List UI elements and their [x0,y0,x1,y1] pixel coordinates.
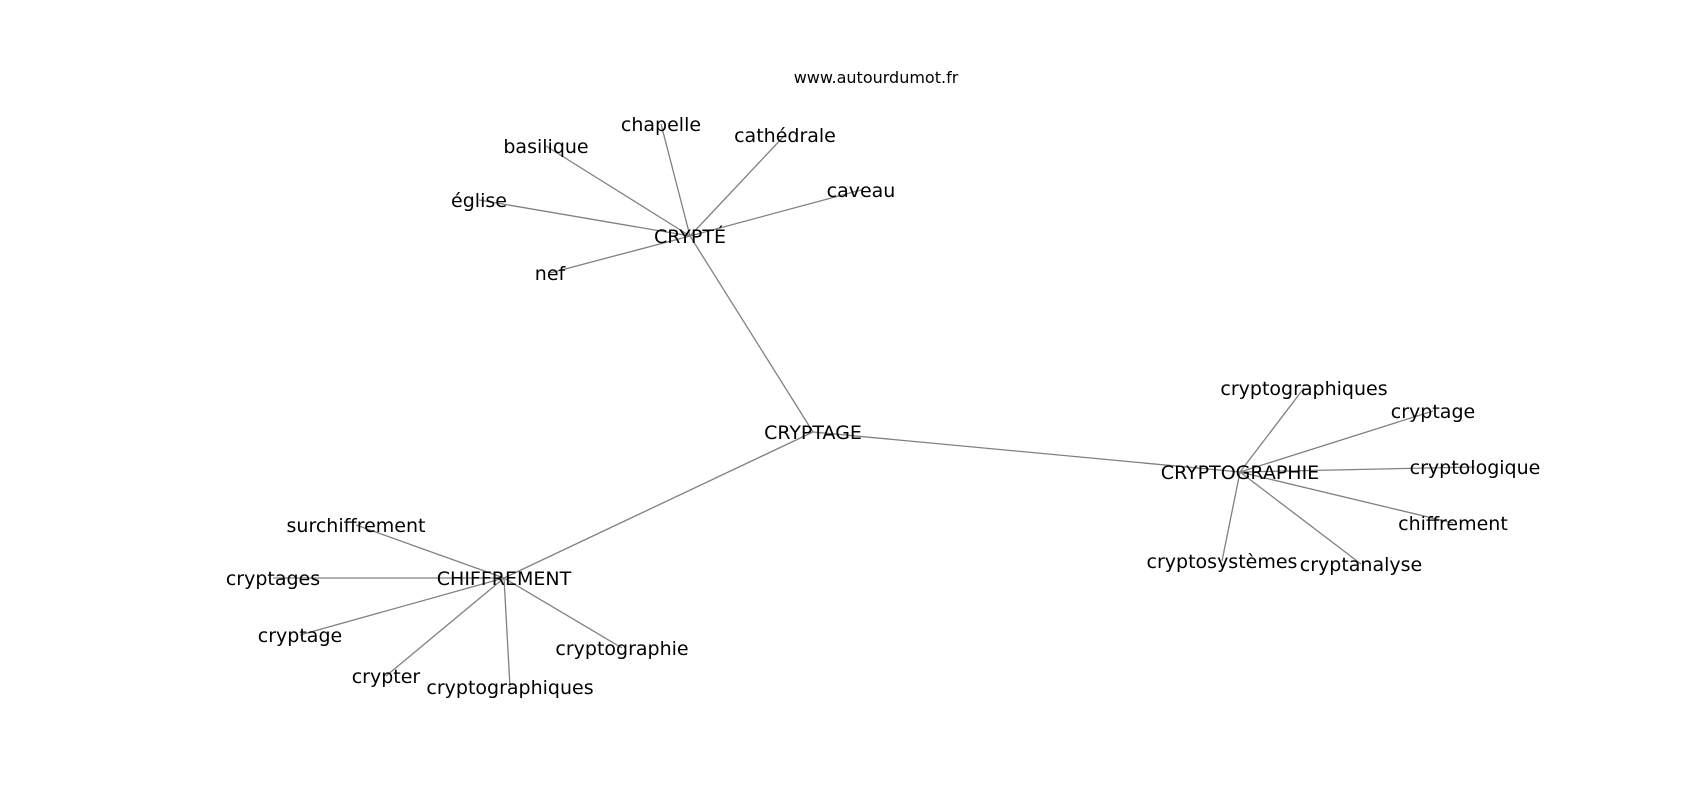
leaf-node-basilique: basilique [503,136,588,158]
edge-chiffrement-to-crypter [385,577,505,677]
site-label: www.autourdumot.fr [794,68,959,87]
leaf-node-chapelle: chapelle [621,114,701,136]
edge-crypte-to-caveau [689,189,862,237]
edge-center-to-crypte [689,235,814,433]
edge-cryptographie-to-cryptanalyse [1239,471,1362,565]
hub-node-cryptographie: CRYPTOGRAPHIE [1161,462,1319,484]
edge-crypte-to-nef [549,235,691,274]
leaf-node-cryptanalyse: cryptanalyse [1300,554,1422,576]
leaf-node-crypter: crypter [352,666,421,688]
leaf-node-cryptographiques: cryptographiques [1220,378,1387,400]
leaf-node-chiffrement: chiffrement [1398,513,1508,535]
leaf-node-nef: nef [535,263,567,285]
edge-center-to-chiffrement [503,431,814,579]
edge-cryptographie-to-cryptage [1239,410,1434,473]
edge-chiffrement-to-cryptographiques [503,577,511,688]
center-node: CRYPTAGE [764,422,862,444]
edge-crypte-to-eglise [478,199,691,237]
leaf-node-cryptographiques: cryptographiques [426,677,593,699]
edge-crypte-to-cathedrale [689,134,786,237]
leaf-node-caveau: caveau [827,180,896,202]
edge-crypte-to-basilique [545,145,691,237]
leaf-node-cryptographie: cryptographie [555,638,688,660]
leaf-node-cryptologique: cryptologique [1410,457,1541,479]
leaf-node-cryptage: cryptage [1391,401,1475,423]
leaf-node-eglise: église [451,190,507,212]
edge-cryptographie-to-cryptographiques [1239,387,1305,473]
edge-crypte-to-chapelle [660,123,691,237]
hub-node-chiffrement: CHIFFREMENT [437,568,572,590]
edge-chiffrement-to-cryptographie [503,577,623,649]
node-labels: CRYPTAGE CRYPTÉ chapelle basilique cathédral… [226,114,1540,699]
edge-cryptographie-to-cryptologique [1239,466,1476,473]
leaf-node-cathedrale: cathédrale [734,125,836,147]
leaf-node-surchiffrement: surchiffrement [287,515,426,537]
edge-chiffrement-to-surchiffrement [355,524,505,579]
leaf-node-cryptosystemes: cryptosystèmes [1147,551,1298,573]
hub-node-crypte: CRYPTÉ [654,225,726,248]
edges [273,123,1476,688]
leaf-node-cryptages: cryptages [226,568,320,590]
leaf-node-cryptage: cryptage [258,625,342,647]
edge-center-to-cryptographie [812,431,1241,473]
edge-cryptographie-to-chiffrement [1239,471,1454,524]
edge-chiffrement-to-cryptage [299,577,505,636]
edge-cryptographie-to-cryptosystemes [1221,471,1241,562]
